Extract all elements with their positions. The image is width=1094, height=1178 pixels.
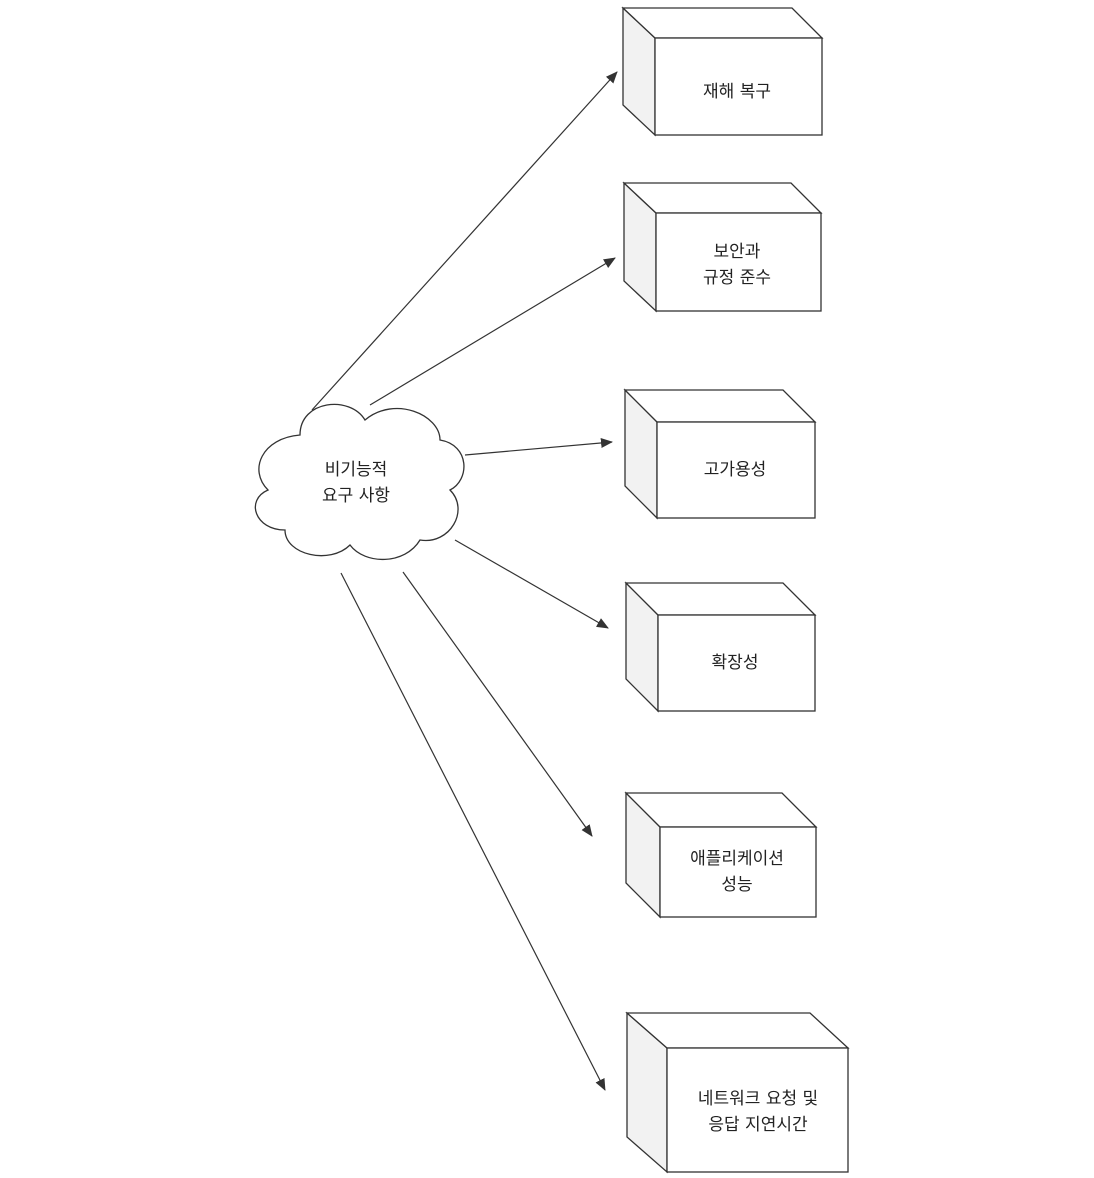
label-security-compliance-line-1: 보안과: [713, 242, 761, 262]
arrow-to-disaster-recovery: [311, 71, 618, 411]
box-disaster-recovery: [621, 6, 824, 137]
label-scalability-line-1: 확장성: [711, 653, 759, 673]
arrow-to-security-compliance: [369, 257, 616, 406]
arrow-to-scalability: [454, 539, 609, 629]
label-scalability: 확장성: [712, 650, 759, 676]
label-high-availability: 고가용성: [704, 457, 767, 483]
label-application-performance: 애플리케이션 성능: [690, 846, 784, 898]
label-application-performance-line-1: 애플리케이션: [690, 849, 784, 869]
box-high-availability: [623, 388, 817, 520]
label-network-latency: 네트워크 요청 및 응답 지연시간: [698, 1086, 818, 1138]
label-disaster-recovery-line-1: 재해 복구: [703, 82, 771, 102]
label-high-availability-line-1: 고가용성: [703, 460, 767, 480]
center-label-line-1: 비기능적: [324, 460, 388, 480]
label-security-compliance-line-2: 규정 준수: [703, 268, 771, 288]
label-disaster-recovery: 재해 복구: [703, 79, 771, 105]
box-scalability: [624, 581, 817, 713]
label-network-latency-line-1: 네트워크 요청 및: [697, 1089, 819, 1109]
arrow-to-high-availability: [464, 437, 613, 456]
label-network-latency-line-2: 응답 지연시간: [708, 1115, 808, 1135]
center-label-line-2: 요구 사항: [322, 486, 390, 506]
center-label: 비기능적 요구 사항: [322, 457, 390, 509]
box-security-compliance: [622, 181, 823, 313]
arrow-to-network-latency: [340, 572, 606, 1091]
arrow-to-application-performance: [402, 571, 593, 837]
requirements-cloud-shape: [254, 403, 465, 561]
box-network-latency: [625, 1011, 850, 1174]
label-security-compliance: 보안과 규정 준수: [703, 239, 771, 291]
box-application-performance: [624, 791, 818, 919]
label-application-performance-line-2: 성능: [721, 875, 753, 895]
